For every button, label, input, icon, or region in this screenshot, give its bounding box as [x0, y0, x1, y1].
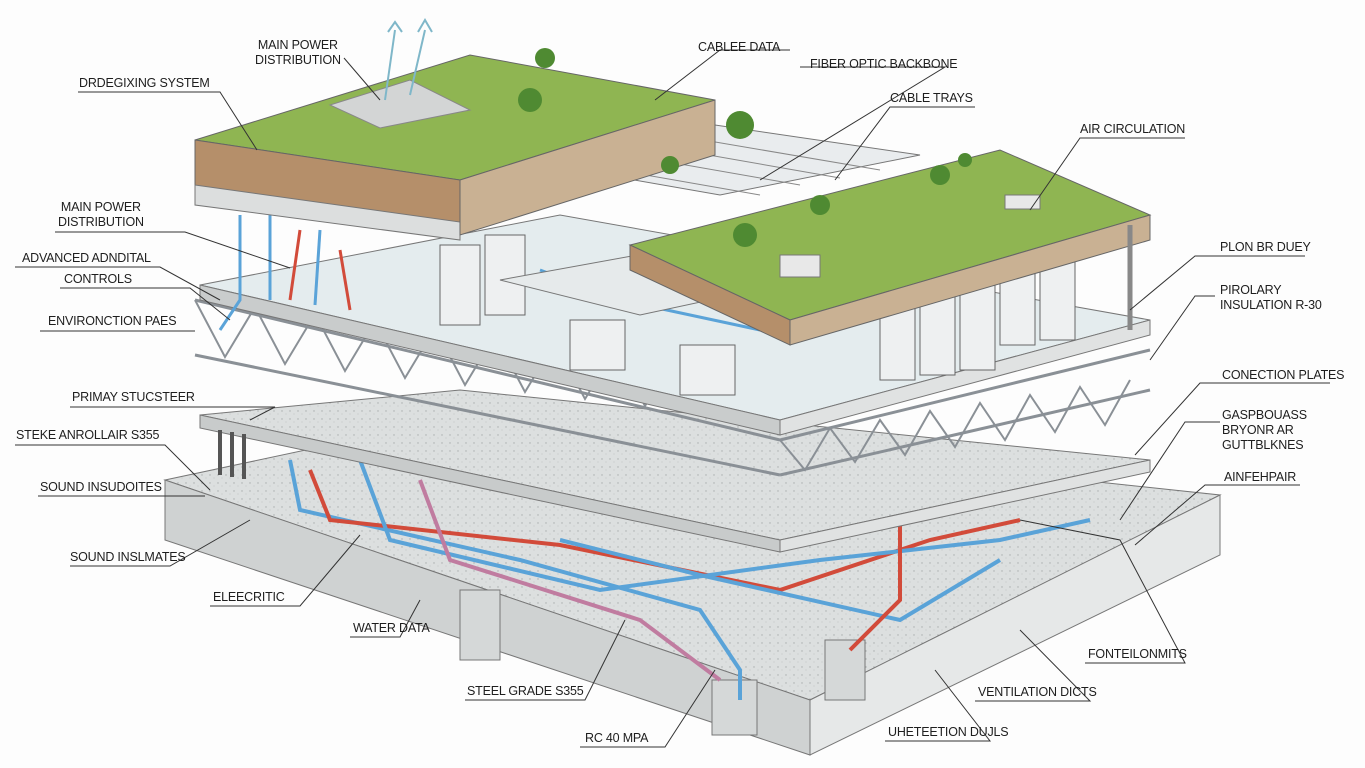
plants	[518, 48, 972, 247]
label-sound-inslmates: SOUND INSLMATES	[70, 550, 186, 564]
label-line: PIROLARY	[1220, 283, 1282, 297]
label-line: MAIN POWER	[257, 38, 338, 52]
label-dredging-system: DRDEGIXING SYSTEM	[79, 76, 210, 90]
label-steel-anrollair: STEKE ANROLLAIR S355	[16, 428, 160, 442]
label-line: DISTRIBUTION	[58, 215, 144, 229]
label-conection-plates: CONECTION PLATES	[1222, 368, 1345, 382]
label-sound-insudoites: SOUND INSUDOITES	[40, 480, 162, 494]
label-electric: ELEECRITIC	[213, 590, 285, 604]
label-controls: CONTROLS	[64, 272, 132, 286]
label-rc-40-mpa: RC 40 MPA	[585, 731, 649, 745]
green-roof-right	[628, 149, 1152, 346]
leader-lines	[15, 49, 1330, 748]
label-cablee-data: CABLEE DATA	[698, 40, 781, 54]
server-racks	[439, 234, 1076, 396]
label-line: BRYONR AR	[1222, 423, 1294, 437]
lower-slab	[199, 389, 1151, 553]
label-uhetetion-dujls: UHETEETION DUJLS	[888, 725, 1009, 739]
label-line: GUTTBLKNES	[1222, 438, 1304, 452]
label-air-circulation: AIR CIRCULATION	[1080, 122, 1186, 136]
label-advanced-controls: ADVANCED ADNDITAL	[22, 251, 151, 265]
label-environction-paes: ENVIRONCTION PAES	[48, 314, 177, 328]
label-ventilation-dicts: VENTILATION DICTS	[978, 685, 1097, 699]
label-line: GASPBOUASS	[1222, 408, 1307, 422]
lower-piping	[288, 459, 1091, 700]
air-flow-arrows	[384, 18, 433, 101]
label-ainfehpair: AINFEHPAIR	[1224, 470, 1297, 484]
label-water-data: WATER DATA	[353, 621, 430, 635]
label-fonteilonmits: FONTEILONMITS	[1088, 647, 1187, 661]
label-steel-grade: STEEL GRADE S355	[467, 684, 584, 698]
label-line: MAIN POWER	[60, 200, 141, 214]
label-fiber-optic-backbone: FIBER OPTIC BACKBONE	[810, 57, 958, 71]
label-cable-trays: CABLE TRAYS	[890, 91, 973, 105]
green-roof-left	[194, 54, 716, 241]
label-line: DISTRIBUTION	[255, 53, 341, 67]
label-primay-stucsteer: PRIMAY STUCSTEER	[72, 390, 195, 404]
label-plon-br-duey: PLON BR DUEY	[1220, 240, 1311, 254]
label-line: INSULATION R-30	[1220, 298, 1322, 312]
